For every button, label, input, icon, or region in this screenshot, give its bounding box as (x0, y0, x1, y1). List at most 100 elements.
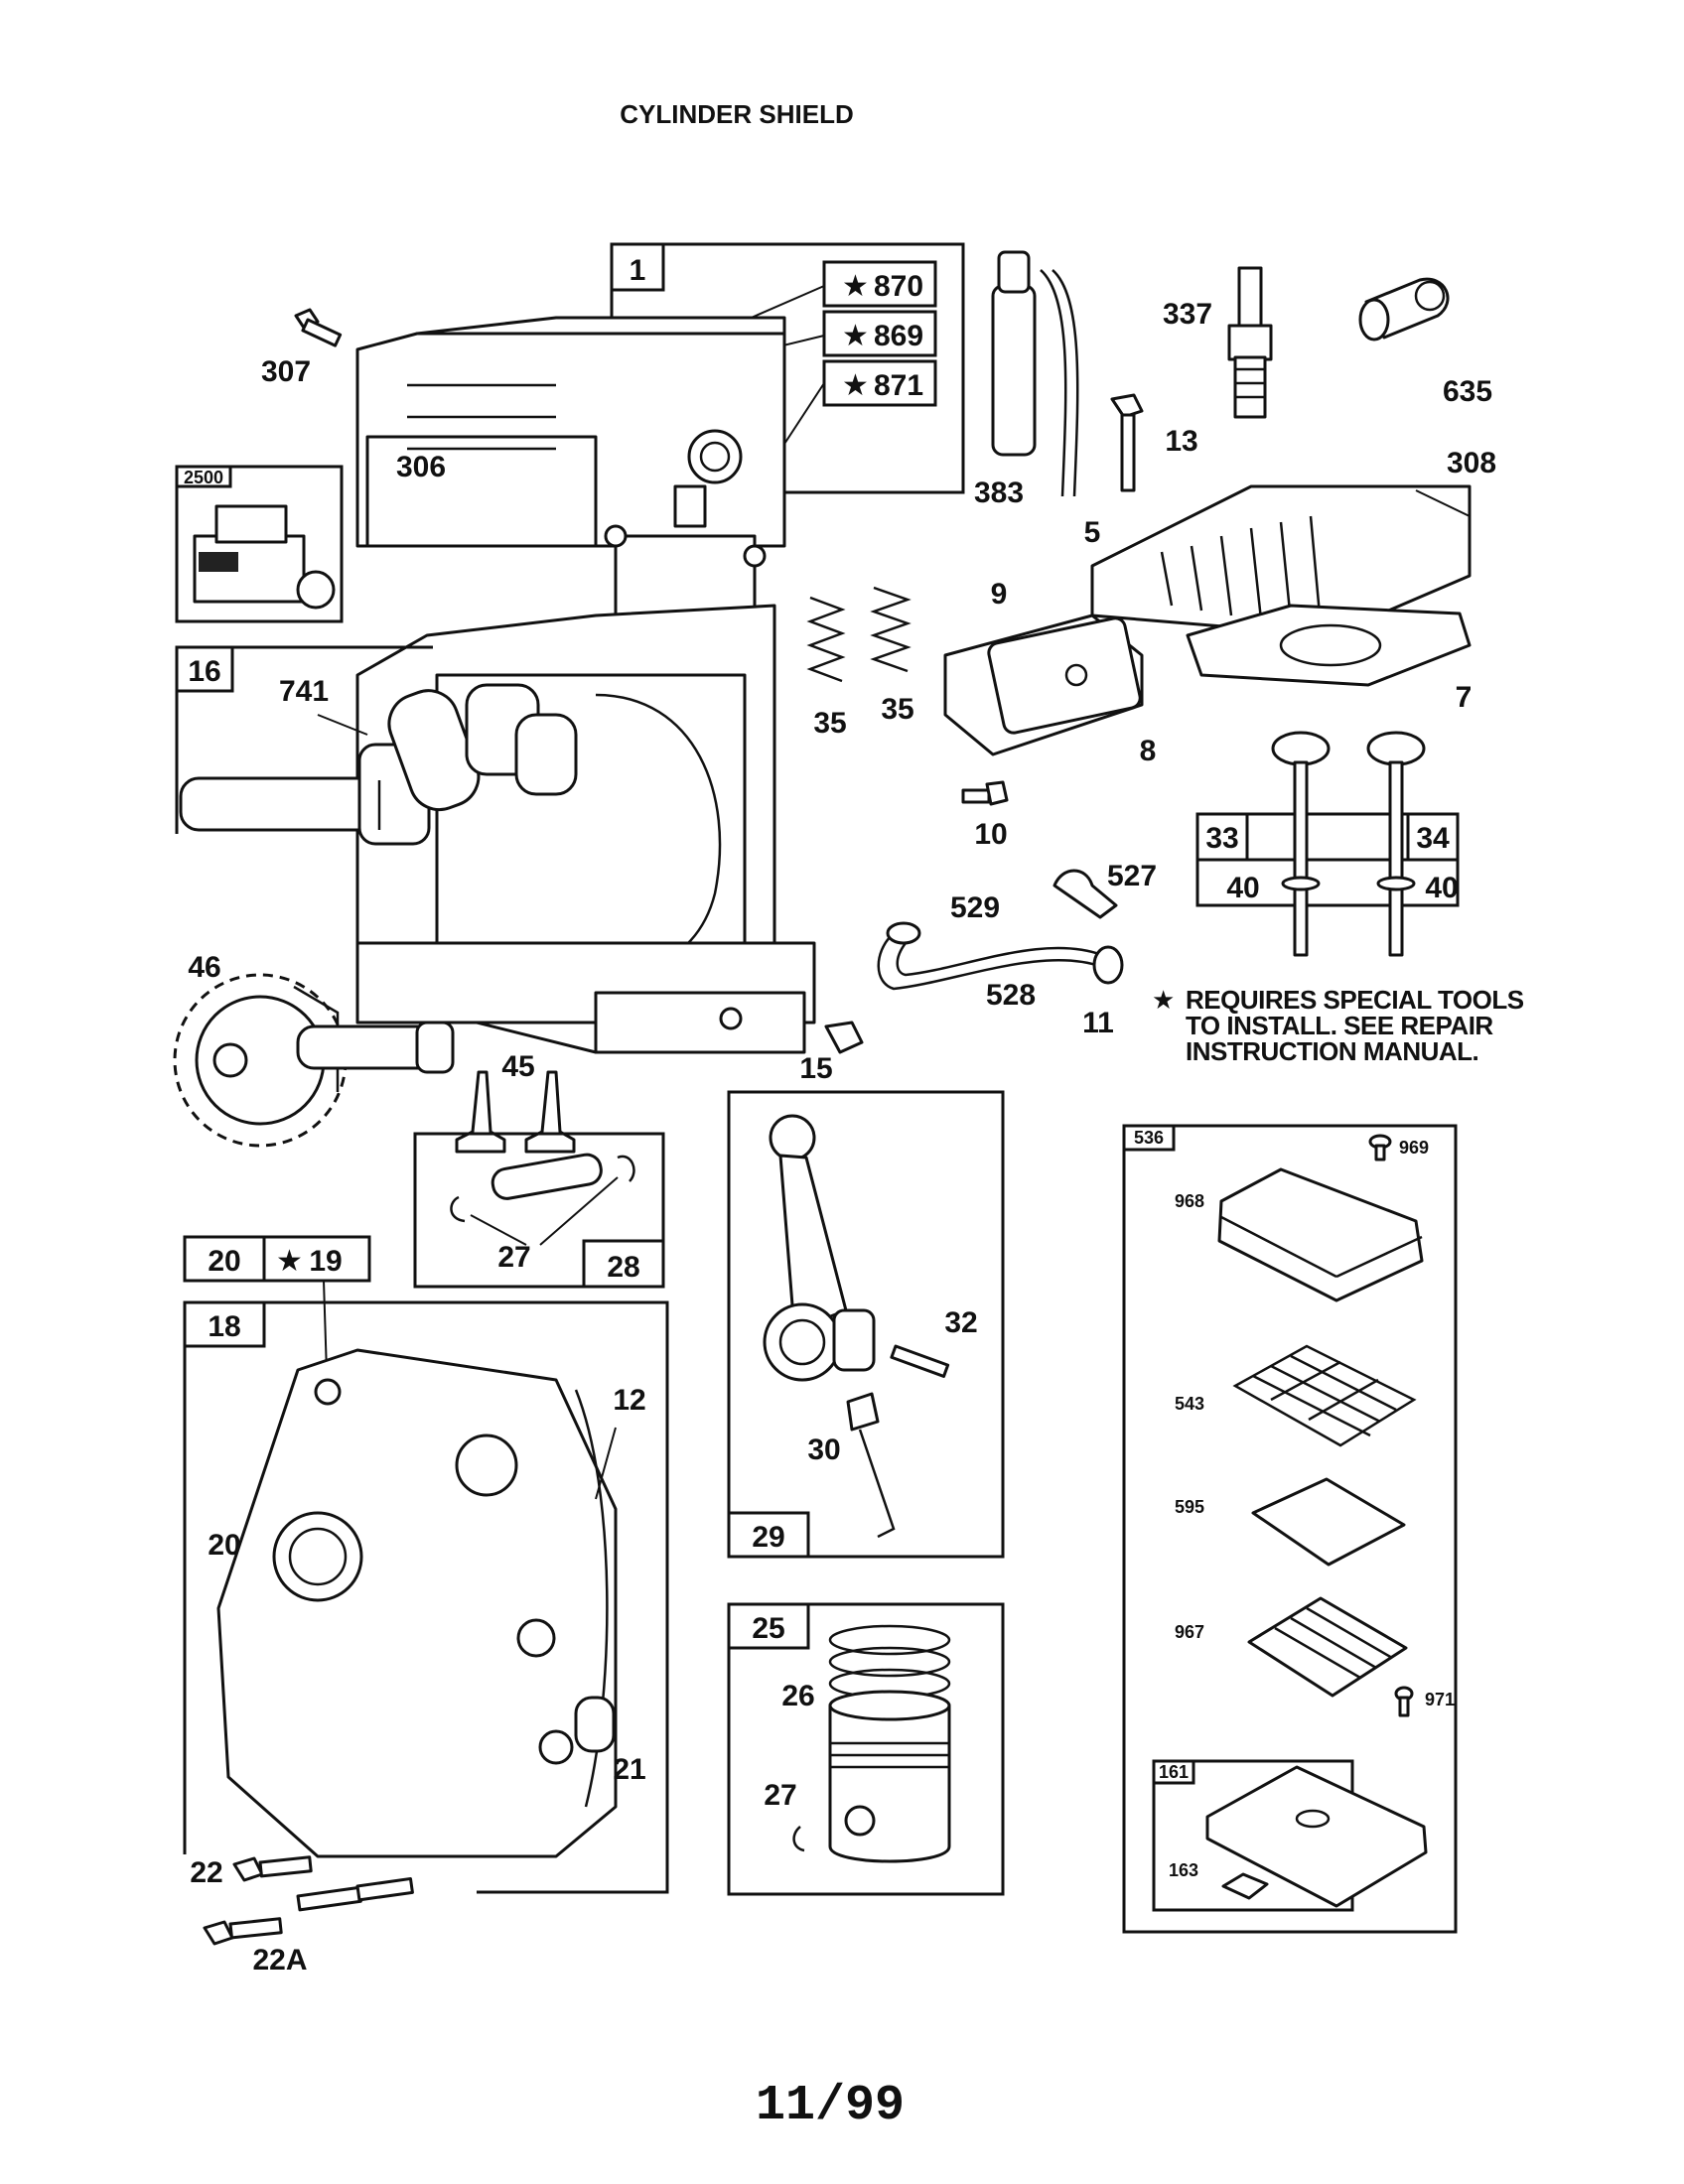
cylinder-block (355, 316, 816, 1054)
label-15: 15 (799, 1052, 832, 1085)
label-968: 968 (1175, 1191, 1204, 1211)
label-20: 20 (208, 1245, 240, 1278)
label-595: 595 (1175, 1497, 1204, 1517)
part-536-box: 536 (1122, 1124, 1458, 1934)
part-29-box: 29 (727, 1090, 1005, 1559)
label-12: 12 (613, 1384, 645, 1417)
part-28-tag (582, 1239, 665, 1289)
crankcase-cover-12 (216, 1348, 618, 1858)
element-support-543 (1232, 1344, 1417, 1447)
breather-tube-383 (991, 250, 1079, 497)
air-cleaner-cover-968 (1217, 1167, 1424, 1302)
engine-inset-2500: 2500 (175, 465, 344, 623)
part-161-tag (1152, 1759, 1195, 1785)
label-45: 45 (501, 1050, 534, 1083)
star-icon: ★ (842, 270, 869, 303)
label-741: 741 (279, 675, 329, 708)
valve-intake (1271, 731, 1331, 957)
label-19: 19 (309, 1245, 342, 1278)
clamp-527 (1052, 869, 1118, 919)
part-34-tag (1406, 812, 1460, 862)
label-30: 30 (807, 1433, 840, 1466)
plug-15 (824, 1021, 864, 1054)
part-1-tag (610, 242, 665, 292)
label-337: 337 (1163, 298, 1212, 331)
valve-tappets-45 (455, 1070, 576, 1154)
label-969: 969 (1399, 1138, 1429, 1158)
label-28: 28 (607, 1251, 639, 1284)
valves-box: 33 34 40 40 (1195, 812, 1460, 907)
note-line-1: REQUIRES SPECIAL TOOLS (1186, 985, 1524, 1015)
valve-exhaust (1366, 731, 1426, 957)
label-11: 11 (1082, 1007, 1114, 1039)
part-25-tag (727, 1602, 810, 1650)
part-16-tag (175, 645, 234, 693)
label-40: 40 (1226, 872, 1259, 904)
label-383: 383 (974, 477, 1024, 509)
label-9: 9 (991, 578, 1008, 611)
label-13: 13 (1165, 425, 1197, 458)
label-869: 869 (874, 320, 923, 352)
crankshaft-741 (179, 683, 578, 846)
valve-springs-35 (806, 586, 912, 683)
label-27: 27 (497, 1241, 530, 1274)
camshaft-gear-46 (173, 973, 455, 1148)
air-filter-967 (1247, 1596, 1408, 1698)
label-967: 967 (1175, 1622, 1204, 1642)
bolt-13 (1110, 393, 1144, 492)
part-25-box: 25 (727, 1602, 1005, 1896)
label-32: 32 (944, 1306, 977, 1339)
part-28-box: 28 27 (413, 1132, 665, 1289)
label-22A: 22A (252, 1944, 307, 1977)
star-icon: ★ (1152, 985, 1175, 1015)
part-18-tag (183, 1300, 266, 1348)
part-29-tag (727, 1511, 810, 1559)
label-543: 543 (1175, 1394, 1204, 1414)
head-gasket-7 (1186, 604, 1472, 687)
note-line-3: INSTRUCTION MANUAL. (1186, 1036, 1478, 1066)
star-icon: ★ (276, 1245, 303, 1278)
label-33: 33 (1205, 822, 1238, 855)
label-21: 21 (613, 1753, 645, 1786)
label-20: 20 (208, 1529, 240, 1562)
label-536: 536 (1134, 1128, 1164, 1148)
screw-971 (1394, 1686, 1414, 1717)
screw-969 (1368, 1134, 1392, 1161)
label-10: 10 (974, 818, 1007, 851)
label-163: 163 (1169, 1860, 1198, 1880)
label-18: 18 (208, 1310, 240, 1343)
label-8: 8 (1140, 735, 1157, 767)
label-1: 1 (630, 254, 646, 287)
label-529: 529 (950, 891, 1000, 924)
page-number: 11/99 (756, 2078, 905, 2134)
part-16-box: 16 (175, 645, 433, 834)
label-46: 46 (188, 951, 220, 984)
label-870: 870 (874, 270, 923, 303)
label-307: 307 (261, 355, 311, 388)
part-536-tag (1122, 1124, 1176, 1152)
breather-assembly-9 (943, 614, 1144, 756)
part-33-tag (1195, 812, 1249, 862)
screw-307 (294, 308, 343, 347)
label-22: 22 (190, 1856, 222, 1889)
label-306: 306 (396, 451, 446, 483)
screws-22 (203, 1855, 414, 1946)
label-2500: 2500 (184, 468, 223, 487)
label-29: 29 (752, 1521, 784, 1554)
label-35: 35 (881, 693, 913, 726)
star-icon: ★ (842, 320, 869, 352)
label-5: 5 (1084, 516, 1101, 549)
label-308: 308 (1447, 447, 1496, 479)
label-40: 40 (1425, 872, 1458, 904)
label-527: 527 (1107, 860, 1157, 892)
label-635: 635 (1443, 375, 1492, 408)
page-title: CYLINDER SHIELD (620, 99, 853, 129)
cylinder-head-308 (1090, 484, 1472, 637)
label-27: 27 (764, 1779, 796, 1812)
label-528: 528 (986, 979, 1036, 1012)
spark-plug-boot-635 (1358, 277, 1450, 341)
label-35: 35 (813, 707, 846, 740)
star-icon: ★ (842, 369, 869, 402)
label-7: 7 (1456, 681, 1473, 714)
